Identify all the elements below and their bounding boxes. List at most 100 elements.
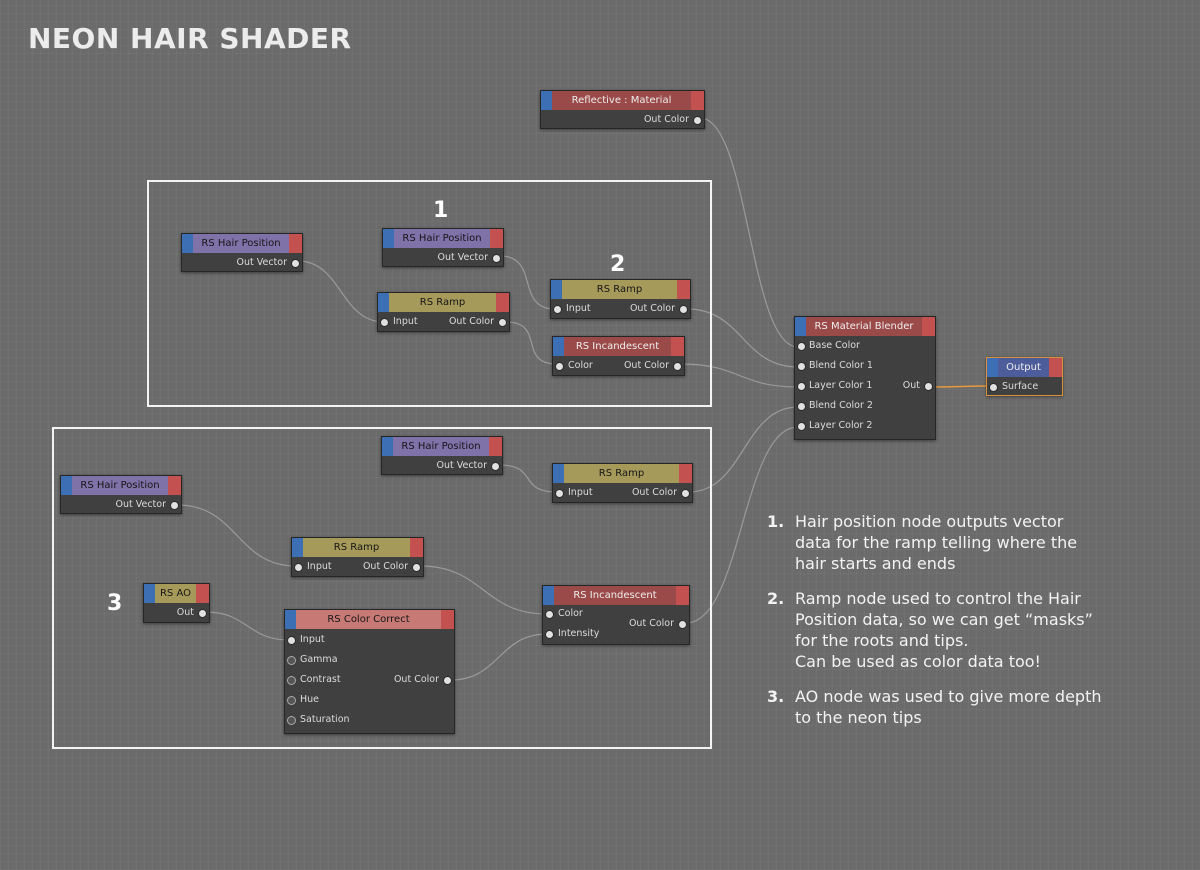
in-port-blend-color-1[interactable] bbox=[797, 362, 806, 371]
node-material-blender[interactable]: RS Material Blender Base Color Blend Col… bbox=[794, 316, 936, 440]
note-line: Position data, so we can get “masks” bbox=[795, 610, 1093, 629]
out-port[interactable] bbox=[291, 259, 300, 268]
node-ramp-a[interactable]: RS Ramp Input Out Color bbox=[377, 292, 510, 332]
node-ao[interactable]: RS AO Out bbox=[143, 583, 210, 623]
wire-reflective-to-base-color bbox=[699, 117, 799, 348]
node-output[interactable]: Output Surface bbox=[986, 357, 1063, 396]
in-port[interactable] bbox=[555, 489, 564, 498]
node-cap-right bbox=[168, 476, 181, 495]
note-line: AO node was used to give more depth bbox=[795, 687, 1102, 706]
port-label-out-vector: Out Vector bbox=[436, 460, 487, 471]
in-port-color[interactable] bbox=[545, 610, 554, 619]
group-box-1 bbox=[147, 180, 712, 407]
node-hair-position-b[interactable]: RS Hair Position Out Vector bbox=[382, 228, 504, 267]
node-ramp-b[interactable]: RS Ramp Input Out Color bbox=[550, 279, 691, 319]
node-header[interactable]: RS Incandescent bbox=[553, 337, 684, 356]
node-header[interactable]: RS Ramp bbox=[292, 538, 423, 557]
node-header[interactable]: Reflective : Material bbox=[541, 91, 704, 110]
node-title: RS Hair Position bbox=[201, 238, 281, 249]
note-number: 3. bbox=[767, 687, 785, 706]
port-label-blend-color-2: Blend Color 2 bbox=[809, 400, 873, 411]
in-port[interactable] bbox=[555, 362, 564, 371]
note-2: 2. Ramp node used to control the Hair Po… bbox=[767, 588, 1187, 672]
in-port-layer-color-2[interactable] bbox=[797, 422, 806, 431]
port-label-color: Color bbox=[558, 608, 583, 619]
node-title: RS Ramp bbox=[596, 284, 643, 295]
note-line: to the neon tips bbox=[795, 708, 922, 727]
node-cap-right bbox=[410, 538, 423, 557]
node-ramp-d[interactable]: RS Ramp Input Out Color bbox=[291, 537, 424, 577]
node-header[interactable]: RS Hair Position bbox=[61, 476, 181, 495]
port-label-input: Input bbox=[393, 316, 418, 327]
node-incandescent-a[interactable]: RS Incandescent Color Out Color bbox=[552, 336, 685, 376]
node-title: RS Material Blender bbox=[814, 321, 914, 332]
out-port[interactable] bbox=[491, 462, 500, 471]
node-hair-position-d[interactable]: RS Hair Position Out Vector bbox=[60, 475, 182, 514]
port-label-out-color: Out Color bbox=[448, 316, 494, 327]
node-cap-right bbox=[441, 610, 454, 629]
out-port[interactable] bbox=[693, 116, 702, 125]
node-cap-left bbox=[541, 91, 552, 110]
out-port[interactable] bbox=[443, 676, 452, 685]
note-line: Ramp node used to control the Hair bbox=[795, 589, 1081, 608]
in-port-gamma[interactable] bbox=[287, 656, 296, 665]
in-port-hue[interactable] bbox=[287, 696, 296, 705]
node-cap-left bbox=[285, 610, 296, 629]
port-label-layer-color-2: Layer Color 2 bbox=[809, 420, 873, 431]
node-title: RS Incandescent bbox=[575, 341, 660, 352]
in-port-surface[interactable] bbox=[989, 383, 998, 392]
node-header[interactable]: RS Material Blender bbox=[795, 317, 935, 336]
port-label-out-color: Out Color bbox=[393, 674, 439, 685]
node-header[interactable]: RS Ramp bbox=[553, 464, 692, 483]
port-label-out-color: Out Color bbox=[631, 487, 677, 498]
out-port[interactable] bbox=[170, 501, 179, 510]
out-port[interactable] bbox=[678, 620, 687, 629]
in-port[interactable] bbox=[553, 305, 562, 314]
in-port-blend-color-2[interactable] bbox=[797, 402, 806, 411]
port-label-base-color: Base Color bbox=[809, 340, 860, 351]
out-port[interactable] bbox=[681, 489, 690, 498]
port-label-input: Input bbox=[568, 487, 593, 498]
in-port-layer-color-1[interactable] bbox=[797, 382, 806, 391]
node-header[interactable]: RS Color Correct bbox=[285, 610, 454, 629]
out-port[interactable] bbox=[198, 609, 207, 618]
in-port-input[interactable] bbox=[287, 636, 296, 645]
node-cap-left bbox=[553, 337, 564, 356]
node-header[interactable]: RS Hair Position bbox=[382, 437, 502, 456]
out-port[interactable] bbox=[492, 254, 501, 263]
in-port[interactable] bbox=[380, 318, 389, 327]
node-cap-right bbox=[671, 337, 684, 356]
in-port-intensity[interactable] bbox=[545, 630, 554, 639]
badge-2: 2 bbox=[610, 252, 626, 277]
node-header[interactable]: Output bbox=[987, 358, 1062, 377]
out-port[interactable] bbox=[412, 563, 421, 572]
out-port[interactable] bbox=[498, 318, 507, 327]
node-header[interactable]: RS Incandescent bbox=[543, 586, 689, 605]
node-header[interactable]: RS Hair Position bbox=[383, 229, 503, 248]
in-port[interactable] bbox=[294, 563, 303, 572]
node-reflective-material[interactable]: Reflective : Material Out Color bbox=[540, 90, 705, 129]
node-header[interactable]: RS Ramp bbox=[551, 280, 690, 299]
port-label-out-vector: Out Vector bbox=[115, 499, 166, 510]
node-cap-right bbox=[922, 317, 935, 336]
node-color-correct[interactable]: RS Color Correct Input Gamma Contrast Hu… bbox=[284, 609, 455, 734]
out-port[interactable] bbox=[673, 362, 682, 371]
badge-3: 3 bbox=[107, 591, 123, 616]
node-title: RS Hair Position bbox=[80, 480, 160, 491]
out-port[interactable] bbox=[679, 305, 688, 314]
node-header[interactable]: RS AO bbox=[144, 584, 209, 603]
out-port[interactable] bbox=[924, 382, 933, 391]
node-hair-position-c[interactable]: RS Hair Position Out Vector bbox=[381, 436, 503, 475]
port-label-saturation: Saturation bbox=[300, 714, 350, 725]
node-cap-right bbox=[676, 586, 689, 605]
port-label-surface: Surface bbox=[1002, 381, 1039, 392]
node-ramp-c[interactable]: RS Ramp Input Out Color bbox=[552, 463, 693, 503]
node-incandescent-b[interactable]: RS Incandescent Color Intensity Out Colo… bbox=[542, 585, 690, 645]
node-hair-position-a[interactable]: RS Hair Position Out Vector bbox=[181, 233, 303, 272]
in-port-saturation[interactable] bbox=[287, 716, 296, 725]
node-header[interactable]: RS Hair Position bbox=[182, 234, 302, 253]
in-port-base-color[interactable] bbox=[797, 342, 806, 351]
in-port-contrast[interactable] bbox=[287, 676, 296, 685]
node-header[interactable]: RS Ramp bbox=[378, 293, 509, 312]
